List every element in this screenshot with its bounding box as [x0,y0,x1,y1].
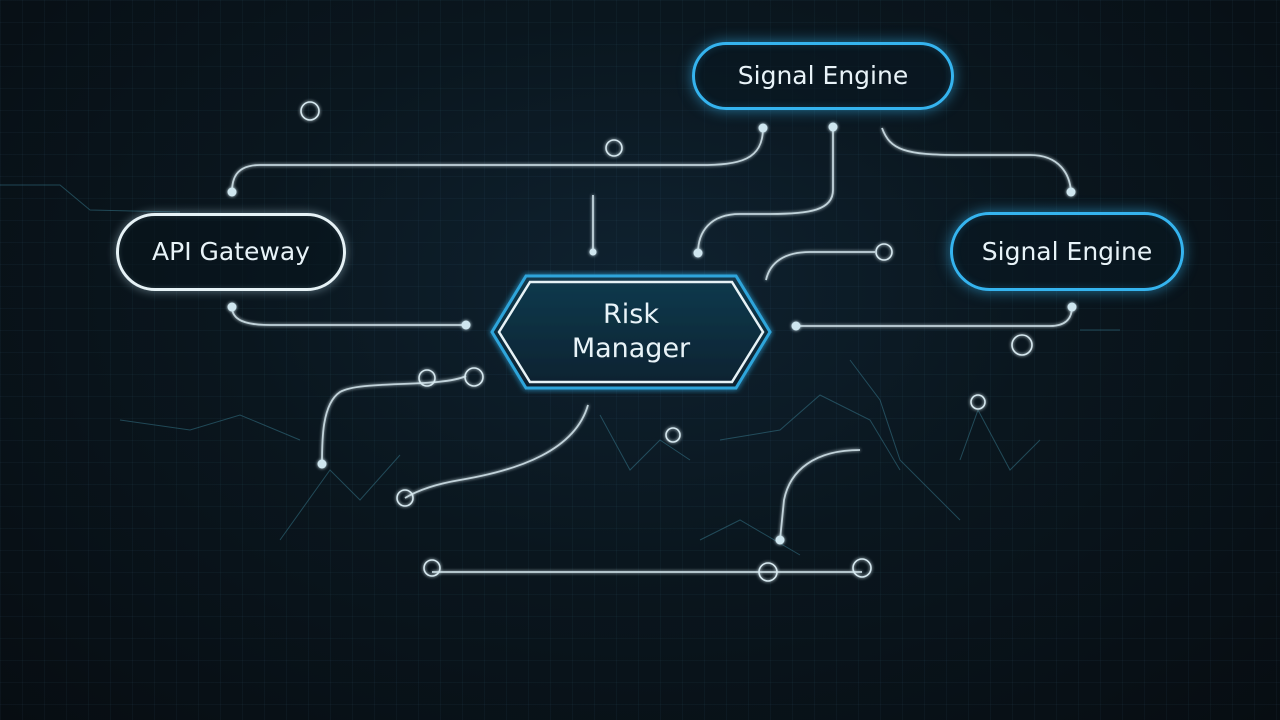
wire-signal-to-signal [881,127,1072,193]
node-signal-engine-right-label: Signal Engine [981,236,1153,266]
wire-right-lower [779,449,861,541]
wire-signal-to-api [231,127,764,193]
primary-wires [231,127,1073,573]
wire-risk-upper-right [765,251,875,281]
node-risk-manager[interactable]: Risk Manager [486,270,776,394]
background-network [0,184,1120,556]
node-api-gateway-label: API Gateway [152,237,310,266]
wire-lower-left [321,375,467,465]
wire-api-to-risk [231,306,466,326]
wire-signal-to-risk [697,127,834,254]
ring-markers [300,101,1033,582]
wire-lower-bottom [404,404,589,499]
anchor-dots [227,122,1077,545]
node-signal-engine-right[interactable]: Signal Engine [950,212,1184,291]
node-risk-manager-label: Risk Manager [571,299,691,364]
risk-manager-shape [490,274,772,390]
node-signal-engine-top[interactable]: Signal Engine [692,42,954,110]
node-signal-engine-top-label: Signal Engine [737,61,909,90]
node-api-gateway[interactable]: API Gateway [116,213,346,291]
wire-risk-to-signal-right [796,306,1073,327]
